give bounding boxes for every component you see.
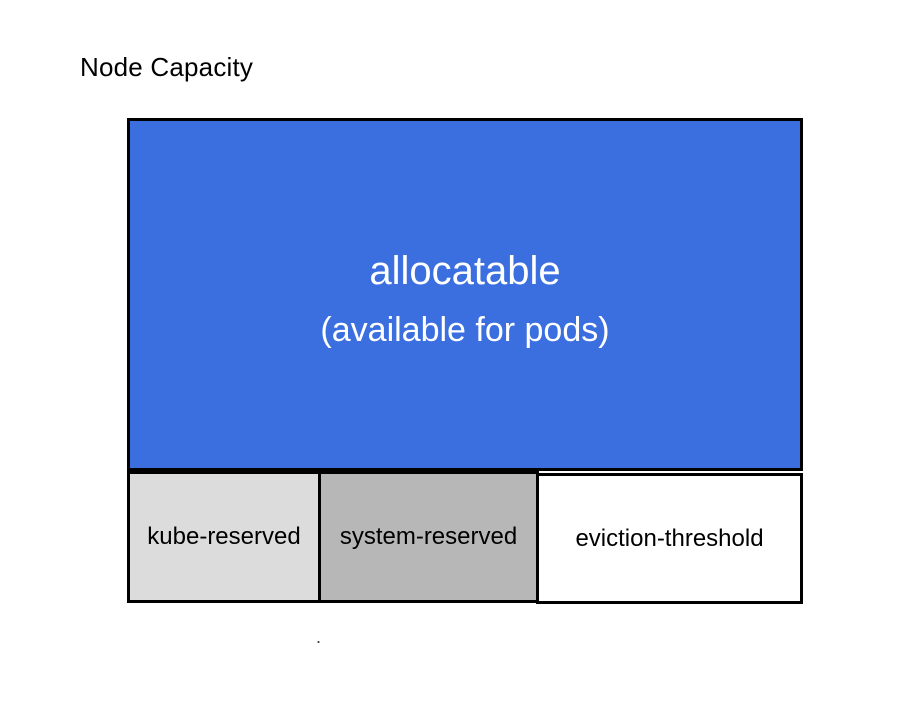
- eviction-threshold-box: eviction-threshold: [536, 473, 803, 604]
- system-reserved-box: system-reserved: [318, 471, 539, 603]
- kube-reserved-box: kube-reserved: [127, 471, 321, 603]
- allocatable-box: allocatable (available for pods): [127, 118, 803, 471]
- eviction-threshold-label: eviction-threshold: [575, 524, 764, 552]
- allocatable-label: allocatable: [369, 249, 561, 293]
- system-reserved-label: system-reserved: [339, 523, 518, 550]
- kube-reserved-label: kube-reserved: [147, 523, 301, 550]
- allocatable-sublabel: (available for pods): [320, 311, 610, 349]
- diagram-title: Node Capacity: [80, 52, 254, 82]
- stray-period-mark: .: [316, 627, 322, 647]
